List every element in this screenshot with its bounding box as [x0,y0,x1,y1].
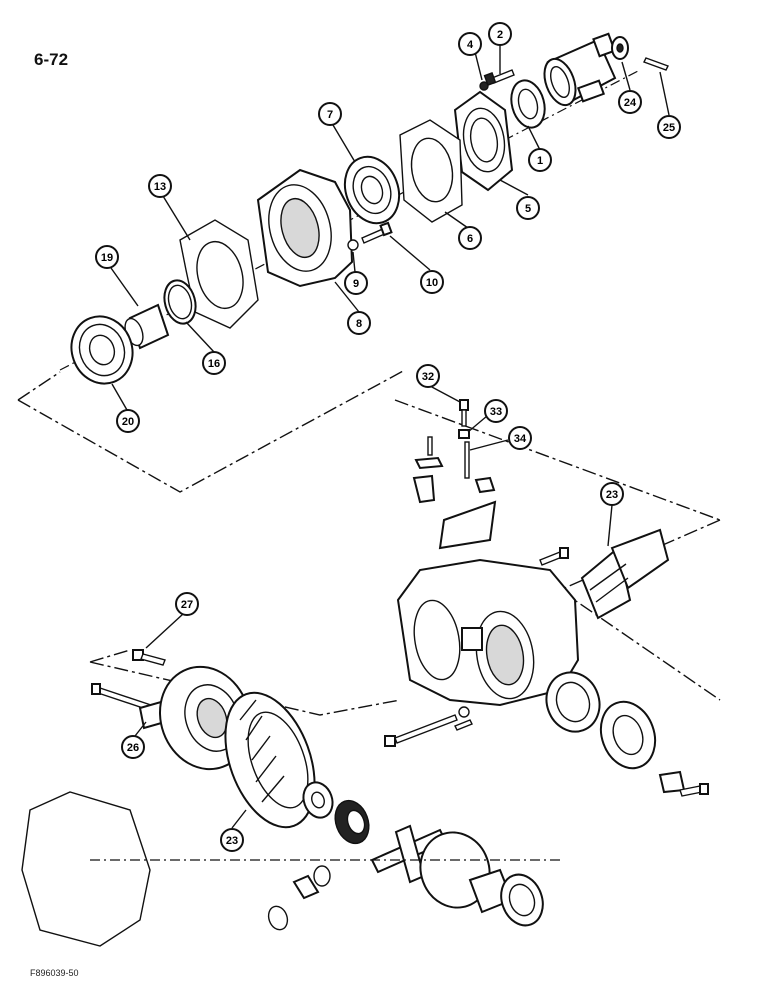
adjuster-screw [459,399,469,427]
callout-26: 26 [121,735,145,759]
lock-washer [479,81,489,91]
callout-27: 27 [175,592,199,616]
svg-text:34: 34 [514,433,527,445]
svg-text:16: 16 [208,358,220,370]
drive-pinion-gear [580,528,670,620]
carrier-long-bolt [384,706,473,747]
lower-side-bearing [500,873,544,927]
svg-text:24: 24 [624,97,637,109]
svg-text:26: 26 [127,742,139,754]
callout-10: 10 [420,270,444,294]
differential-case-body [419,831,514,914]
side-gear [334,799,370,845]
pinion-washer [267,905,289,931]
svg-text:6: 6 [467,233,473,245]
svg-text:33: 33 [490,406,502,418]
figure-code: F896039-50 [30,968,79,978]
retainer-gasket [399,119,463,223]
differential-carrier [396,558,580,707]
adjuster-nut [458,429,470,439]
svg-text:32: 32 [422,371,434,383]
callout-24: 24 [618,90,642,114]
o-ring [163,279,197,325]
bearing-adjuster [599,700,657,770]
housing-gasket [179,219,259,329]
svg-text:25: 25 [663,122,675,134]
callout-1: 1 [528,148,552,172]
svg-text:4: 4 [467,39,474,51]
drive-flange-yoke [543,32,617,107]
cotter-pin [643,57,669,71]
callout-25: 25 [657,115,681,139]
adjuster-stud [464,441,470,479]
callout-4: 4 [458,32,482,56]
carrier-side-bolt [539,547,569,566]
bearing-retainer [453,90,514,192]
side-bearing [545,671,601,733]
oil-seal [510,79,546,129]
callout-23-ring: 23 [220,828,244,852]
svg-text:13: 13 [154,181,166,193]
callout-9: 9 [344,271,368,295]
callout-7: 7 [318,102,342,126]
svg-text:27: 27 [181,599,193,611]
svg-text:23: 23 [606,489,618,501]
svg-text:9: 9 [353,278,359,290]
svg-text:2: 2 [497,29,503,41]
svg-text:5: 5 [525,203,531,215]
svg-text:20: 20 [122,416,134,428]
svg-text:7: 7 [327,109,333,121]
page-label: 6-72 [34,50,69,69]
differential-case-half [158,665,252,771]
thrust-washer [302,781,334,819]
callout-23-pinion: 23 [600,482,624,506]
svg-text:19: 19 [101,252,113,264]
svg-text:10: 10 [426,277,438,289]
case-bolt [132,649,166,666]
housing-washer [347,239,359,251]
pinion-bearing-outer [343,155,401,225]
callout-5: 5 [516,196,540,220]
callout-19: 19 [95,245,119,269]
callout-13: 13 [148,174,172,198]
differential-group-frame [89,649,401,716]
callout-8: 8 [347,311,371,335]
cap-bolt [483,69,515,86]
callout-20: 20 [116,409,140,433]
callout-34: 34 [508,426,532,450]
callout-6: 6 [458,226,482,250]
cover-gasket [21,791,151,947]
adjuster-lock [658,770,709,797]
callout-2: 2 [488,22,512,46]
housing-bolt [361,221,393,244]
pinion-bearing-inner [70,315,134,385]
lock-clip [412,436,497,550]
ring-gear [224,691,316,829]
svg-text:1: 1 [537,155,543,167]
callout-32: 32 [416,364,440,388]
spider-pinion-gear [292,865,331,900]
callout-33: 33 [484,399,508,423]
flange-nut [611,36,629,60]
upper-group-frame [17,369,406,493]
pinion-carrier-housing [256,168,354,288]
svg-text:8: 8 [356,318,362,330]
svg-text:23: 23 [226,835,238,847]
callout-16: 16 [202,351,226,375]
